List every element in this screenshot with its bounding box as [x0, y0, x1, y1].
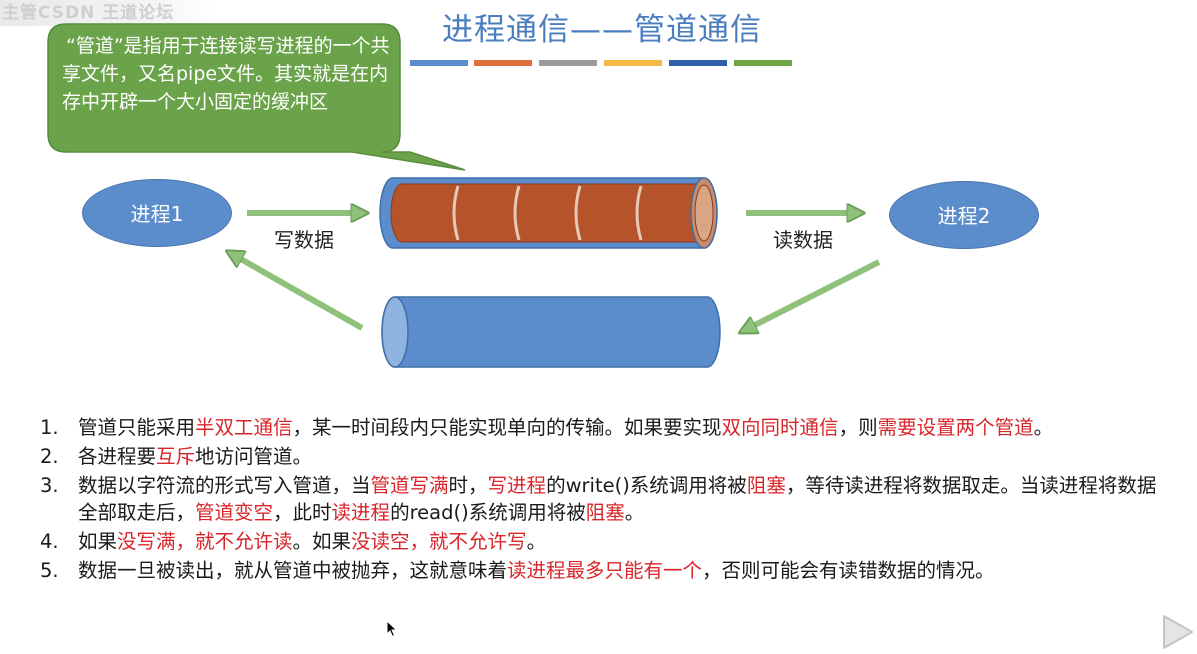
rule-number: 4. — [40, 530, 59, 553]
rule-text: 管道只能采用半双工通信，某一时间段内只能实现单向的传输。如果要实现双向同时通信，… — [78, 416, 1053, 439]
process-1-node: 进程1 — [82, 179, 232, 247]
callout-text: “管道”是指用于连接读写进程的一个共享文件，又名pipe文件。其实就是在内存中开… — [62, 35, 390, 113]
title-decoration-bar-2 — [474, 60, 532, 66]
rule-number: 5. — [40, 559, 59, 582]
rule-text-segment: 数据以字符流的形式写入管道，当 — [78, 474, 371, 497]
rule-text-segment: ，则 — [838, 416, 878, 439]
rule-item: 3. 数据以字符流的形式写入管道，当管道写满时，写进程的write()系统调用将被… — [40, 472, 1170, 526]
pipe-diagram — [47, 23, 881, 368]
rule-item: 4. 如果没写满，就不允许读。如果没读空，就不允许写。 — [40, 528, 1170, 555]
rule-text-segment: 时， — [448, 474, 488, 497]
watermark: 主管CSDN 王道论坛 — [0, 0, 217, 26]
rule-text: 数据一旦被读出，就从管道中被抛弃，这就意味着读进程最多只能有一个，否则可能会有读… — [78, 559, 995, 582]
highlight-text: 写进程 — [487, 474, 547, 497]
rule-text-segment: 数据一旦被读出，就从管道中被抛弃，这就意味着 — [78, 559, 508, 582]
highlight-text: 阻塞 — [746, 474, 786, 497]
rule-text-segment: 地访问管道。 — [195, 445, 313, 468]
highlight-text: 阻塞 — [585, 501, 625, 524]
rule-text-segment: ，等待读进程将数据取走。当读进程将数据全部取走后， — [78, 474, 1157, 524]
read-data-label: 读数据 — [773, 228, 833, 252]
highlight-text: 管道写满 — [370, 474, 449, 497]
highlight-text: 没读空，就不允许写 — [351, 530, 527, 553]
rule-text: 各进程要互斥地访问管道。 — [78, 445, 312, 468]
rule-text-segment: 管道只能采用 — [78, 416, 196, 439]
rule-text-segment: 各进程要 — [78, 445, 157, 468]
pipe-rules-list: 1. 管道只能采用半双工通信，某一时间段内只能实现单向的传输。如果要实现双向同时通… — [40, 414, 1170, 586]
rule-text-segment: 。 — [526, 530, 547, 553]
rule-number: 1. — [40, 416, 59, 439]
return-arrow-right — [745, 259, 881, 330]
play-icon[interactable] — [1158, 612, 1196, 652]
title-decoration-bar-5 — [669, 60, 727, 66]
rule-item: 5. 数据一旦被读出，就从管道中被抛弃，这就意味着读进程最多只能有一个，否则可能会… — [40, 557, 1170, 584]
slide-title: 进程通信——管道通信 — [442, 12, 762, 48]
return-arrow-left — [232, 254, 364, 331]
title-decoration-bar-4 — [604, 60, 662, 66]
rule-text-segment: 。 — [624, 501, 645, 524]
rule-text: 如果没写满，就不允许读。如果没读空，就不允许写。 — [78, 530, 546, 553]
lower-pipe — [381, 296, 721, 368]
highlight-text: 互斥 — [156, 445, 196, 468]
rule-number: 2. — [40, 445, 59, 468]
write-data-label: 写数据 — [274, 228, 334, 252]
title-decoration-bar-3 — [539, 60, 597, 66]
title-decoration-bar-6 — [734, 60, 792, 66]
rule-text-segment: 如果 — [78, 530, 118, 553]
title-decoration-bar-1 — [410, 60, 468, 66]
rule-text-segment: 。 — [1033, 416, 1054, 439]
rule-text-segment: 。如果 — [292, 530, 352, 553]
rule-text-segment: ，此时 — [273, 501, 332, 524]
highlight-text: 读进程 — [331, 501, 391, 524]
rule-item: 2. 各进程要互斥地访问管道。 — [40, 443, 1170, 470]
highlight-text: 需要设置两个管道 — [877, 416, 1034, 439]
rule-item: 1. 管道只能采用半双工通信，某一时间段内只能实现单向的传输。如果要实现双向同时通… — [40, 414, 1170, 441]
rule-text-segment: ，某一时间段内只能实现单向的传输。如果要实现 — [292, 416, 722, 439]
highlight-text: 管道变空 — [195, 501, 274, 524]
highlight-text: 读进程最多只能有一个 — [507, 559, 703, 582]
rule-text-segment: ，否则可能会有读错数据的情况。 — [702, 559, 995, 582]
rule-text-segment: 的read()系统调用将被 — [390, 501, 586, 524]
rule-text: 数据以字符流的形式写入管道，当管道写满时，写进程的write()系统调用将被阻塞… — [78, 474, 1156, 524]
callout-shape — [47, 23, 466, 171]
data-segment-dividers — [452, 185, 643, 241]
mouse-cursor-icon — [386, 620, 398, 638]
highlight-text: 半双工通信 — [195, 416, 293, 439]
highlight-text: 双向同时通信 — [721, 416, 839, 439]
process-2-node: 进程2 — [889, 181, 1039, 249]
upper-pipe — [379, 177, 718, 249]
highlight-text: 没写满，就不允许读 — [117, 530, 293, 553]
rule-text-segment: 的write()系统调用将被 — [546, 474, 747, 497]
rule-number: 3. — [40, 474, 59, 497]
